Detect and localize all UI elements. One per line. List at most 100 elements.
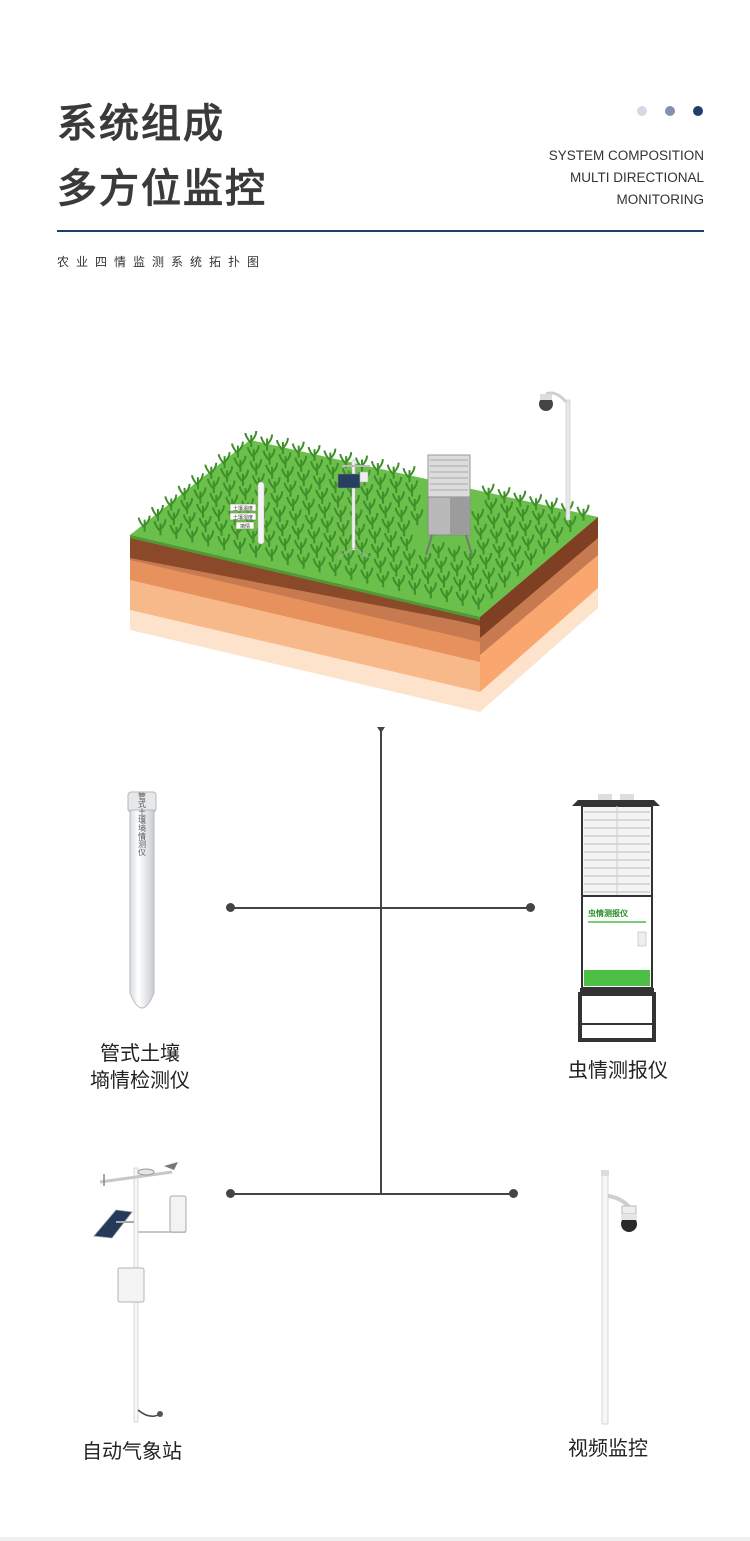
- crop-plant: [386, 462, 400, 479]
- crop-plant: [169, 522, 183, 540]
- crop-plant: [137, 515, 151, 532]
- topology-branch-lower: [231, 1193, 515, 1195]
- crop-plant: [386, 545, 400, 562]
- crop-plant: [370, 542, 384, 559]
- crop-plant: [376, 487, 390, 504]
- crop-plant: [211, 505, 225, 522]
- crop-plant: [180, 498, 194, 515]
- page-title-line2: 多方位监控: [57, 166, 267, 212]
- crop-plant: [264, 545, 278, 562]
- crop-plant: [466, 564, 480, 581]
- crop-plant: [389, 476, 403, 493]
- crop-plant: [500, 501, 514, 518]
- crop-plant: [463, 549, 477, 566]
- crop-plant: [217, 452, 231, 469]
- crop-plant: [489, 527, 503, 544]
- crop-plant: [360, 484, 374, 501]
- crop-plant: [323, 531, 337, 548]
- topology-branch-upper: [231, 907, 531, 909]
- crop-plant: [439, 586, 453, 603]
- soil-sensor-label-line2: 墒情检测仪: [90, 1068, 190, 1092]
- video-monitor-pole-image: [601, 1170, 637, 1425]
- crop-plant: [310, 459, 324, 476]
- crop-plant: [325, 462, 339, 479]
- crop-plant: [325, 545, 339, 562]
- crop-plant: [497, 571, 511, 588]
- crop-plant: [360, 567, 374, 584]
- crop-plant: [336, 520, 350, 537]
- crop-plant: [315, 487, 329, 504]
- crop-plant: [434, 556, 448, 573]
- crop-plant: [249, 459, 263, 476]
- crop-plant: [405, 563, 419, 581]
- crop-plant: [389, 560, 403, 577]
- crop-plant: [150, 504, 164, 522]
- crop-plant: [408, 578, 421, 595]
- crop-plant: [220, 466, 234, 483]
- crop-plant: [373, 473, 387, 490]
- crop-plant: [534, 523, 548, 540]
- field-tag-1: 土壤温度: [233, 505, 253, 512]
- crop-plant: [272, 505, 286, 522]
- crop-plant: [182, 512, 196, 529]
- crop-plant: [198, 516, 212, 533]
- crop-plant: [317, 502, 331, 519]
- crop-plant: [402, 549, 416, 566]
- topology-trunk-line: [380, 730, 382, 1194]
- crop-plant: [296, 469, 310, 486]
- crop-plant: [495, 556, 509, 573]
- crop-plant: [309, 541, 323, 558]
- crop-plant: [209, 491, 223, 508]
- node-weather-station: [226, 1189, 235, 1198]
- crop-plant: [294, 538, 307, 555]
- crop-plant: [201, 530, 215, 547]
- crop-plant: [447, 545, 461, 562]
- crop-plant: [278, 452, 292, 469]
- crop-plant: [502, 516, 516, 533]
- crop-plant: [204, 462, 218, 479]
- node-pest-monitor: [526, 903, 535, 912]
- crop-plant: [479, 552, 493, 570]
- crop-plant: [370, 459, 384, 476]
- crop-plant: [452, 575, 466, 592]
- field-tag-2: 土壤湿度: [233, 514, 253, 521]
- crop-plant: [286, 494, 300, 511]
- crop-plant: [177, 483, 191, 500]
- crop-plant: [383, 531, 397, 548]
- crop-plant: [544, 497, 558, 514]
- crop-plant: [166, 508, 180, 525]
- weather-station-image: [93, 1162, 187, 1423]
- crop-plant: [381, 516, 395, 533]
- english-heading-line1: SYSTEM COMPOSITION: [548, 148, 704, 163]
- crop-plant: [307, 527, 321, 544]
- crop-plant: [214, 519, 228, 536]
- crop-plant: [537, 538, 551, 555]
- crop-plant: [518, 519, 532, 536]
- crop-plant: [238, 484, 252, 501]
- crop-plant: [278, 534, 292, 551]
- english-heading-line2: MULTI DIRECTIONAL: [569, 170, 704, 185]
- crop-plant: [275, 520, 289, 537]
- crop-plant: [397, 520, 411, 537]
- crop-plant: [362, 498, 376, 515]
- crop-plant: [468, 578, 482, 595]
- crop-plant: [405, 480, 419, 497]
- footer-divider: [0, 1537, 750, 1541]
- crop-plant: [265, 462, 279, 479]
- trunk-arrow-icon: [377, 727, 385, 733]
- crop-plant: [508, 545, 522, 562]
- crop-plant: [323, 448, 337, 465]
- crop-plant: [492, 541, 506, 558]
- crop-plant: [423, 582, 437, 599]
- crop-plant: [196, 501, 210, 518]
- crop-plant: [262, 448, 276, 465]
- crop-plant: [275, 438, 289, 455]
- crop-plant: [563, 515, 577, 532]
- crop-plant: [410, 509, 424, 526]
- header-divider: [57, 230, 704, 232]
- indicator-dot-1: [637, 106, 647, 116]
- crop-plant: [230, 441, 244, 458]
- crop-plant: [497, 487, 511, 504]
- soil-sensor-label-line1: 管式土壤: [100, 1041, 180, 1065]
- crop-plant: [260, 434, 274, 451]
